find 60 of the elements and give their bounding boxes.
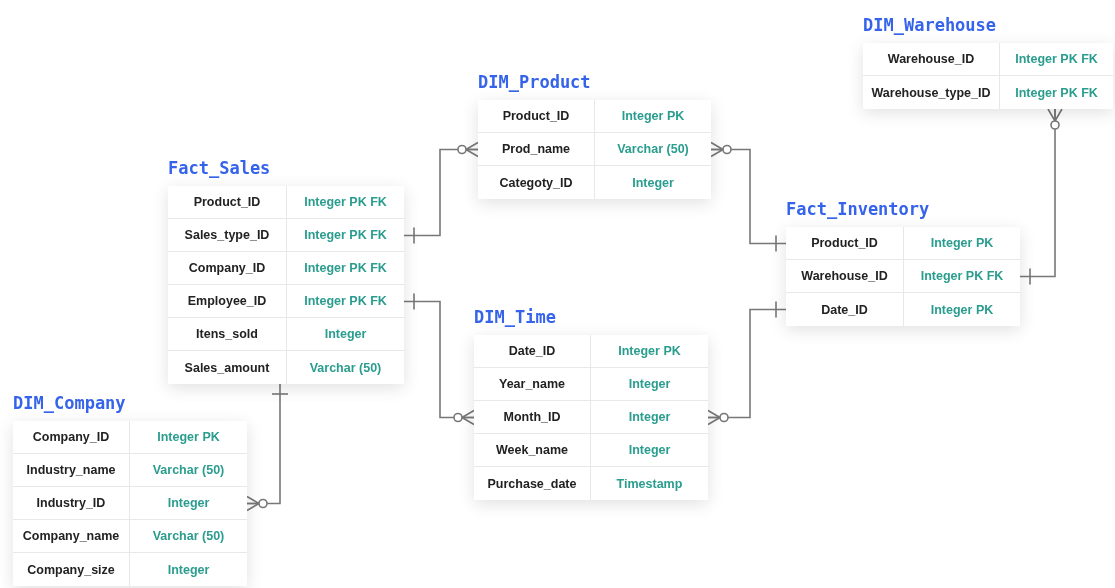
table-title: DIM_Product (478, 71, 591, 94)
column-name: Industry_ID (36, 496, 106, 510)
column-name: Company_ID (32, 430, 110, 444)
column-type: Integer PK FK (304, 228, 387, 242)
column-name: Week_name (495, 443, 568, 457)
column-name: Categoty_ID (499, 175, 573, 190)
column-type: Integer (632, 175, 674, 190)
column-type: Varchar (50) (152, 529, 225, 543)
table-title: DIM_Time (474, 306, 556, 329)
column-name: Company_ID (188, 261, 266, 275)
column-name: Prod_name (501, 142, 571, 156)
relationship-line (710, 141, 787, 253)
column-type: Integer PK FK (304, 261, 387, 275)
column-type: Integer PK FK (1015, 85, 1098, 100)
column-name: Warehouse_ID (887, 52, 975, 66)
column-type: Integer (167, 496, 210, 510)
column-name: Sales_type_ID (184, 228, 270, 242)
column-type: Integer (628, 377, 671, 391)
table-title: Fact_Sales (168, 157, 271, 180)
column-type: Integer PK FK (304, 294, 387, 308)
column-name: Purchase_date (487, 476, 577, 491)
column-type: Varchar (50) (617, 142, 689, 156)
relationship-line (403, 292, 475, 426)
column-type: Integer PK (930, 236, 994, 250)
column-name: Sales_amount (184, 360, 270, 375)
column-type: Integer PK (930, 302, 994, 317)
column-name: Product_ID (811, 236, 878, 250)
column-type: Integer (628, 410, 671, 424)
column-name: Month_ID (503, 410, 561, 424)
column-name: Date_ID (508, 344, 556, 358)
column-type: Integer (628, 443, 671, 457)
relationship-line (707, 300, 787, 426)
column-type: Varchar (50) (309, 360, 382, 375)
column-type: Timestamp (616, 476, 683, 491)
column-type: Integer PK FK (920, 269, 1004, 283)
column-type: Integer PK (157, 430, 220, 444)
table-title: DIM_Company (13, 392, 126, 415)
table-title: Fact_Inventory (786, 198, 930, 221)
relationship-line (246, 383, 289, 512)
relationship-line (1019, 108, 1063, 286)
relationship-line (403, 141, 479, 245)
column-name: Year_name (499, 377, 565, 391)
column-type: Integer PK (618, 344, 681, 358)
table-title: DIM_Warehouse (863, 14, 997, 37)
column-name: Company_size (27, 562, 115, 577)
column-name: Product_ID (502, 109, 570, 123)
column-type: Integer (167, 562, 210, 577)
column-type: Varchar (50) (152, 463, 225, 477)
column-type: Integer PK (621, 109, 685, 123)
column-name: Product_ID (193, 195, 261, 209)
column-name: Employee_ID (187, 294, 267, 308)
column-name: Company_name (22, 529, 120, 543)
column-type: Integer PK FK (1015, 52, 1098, 66)
column-name: Date_ID (821, 302, 868, 317)
column-name: Warehouse_type_ID (871, 85, 991, 100)
column-name: Itens_sold (196, 327, 258, 341)
column-name: Warehouse_ID (801, 269, 888, 283)
column-type: Integer PK FK (304, 195, 387, 209)
column-name: Industry_name (26, 463, 116, 477)
column-type: Integer (324, 327, 367, 341)
